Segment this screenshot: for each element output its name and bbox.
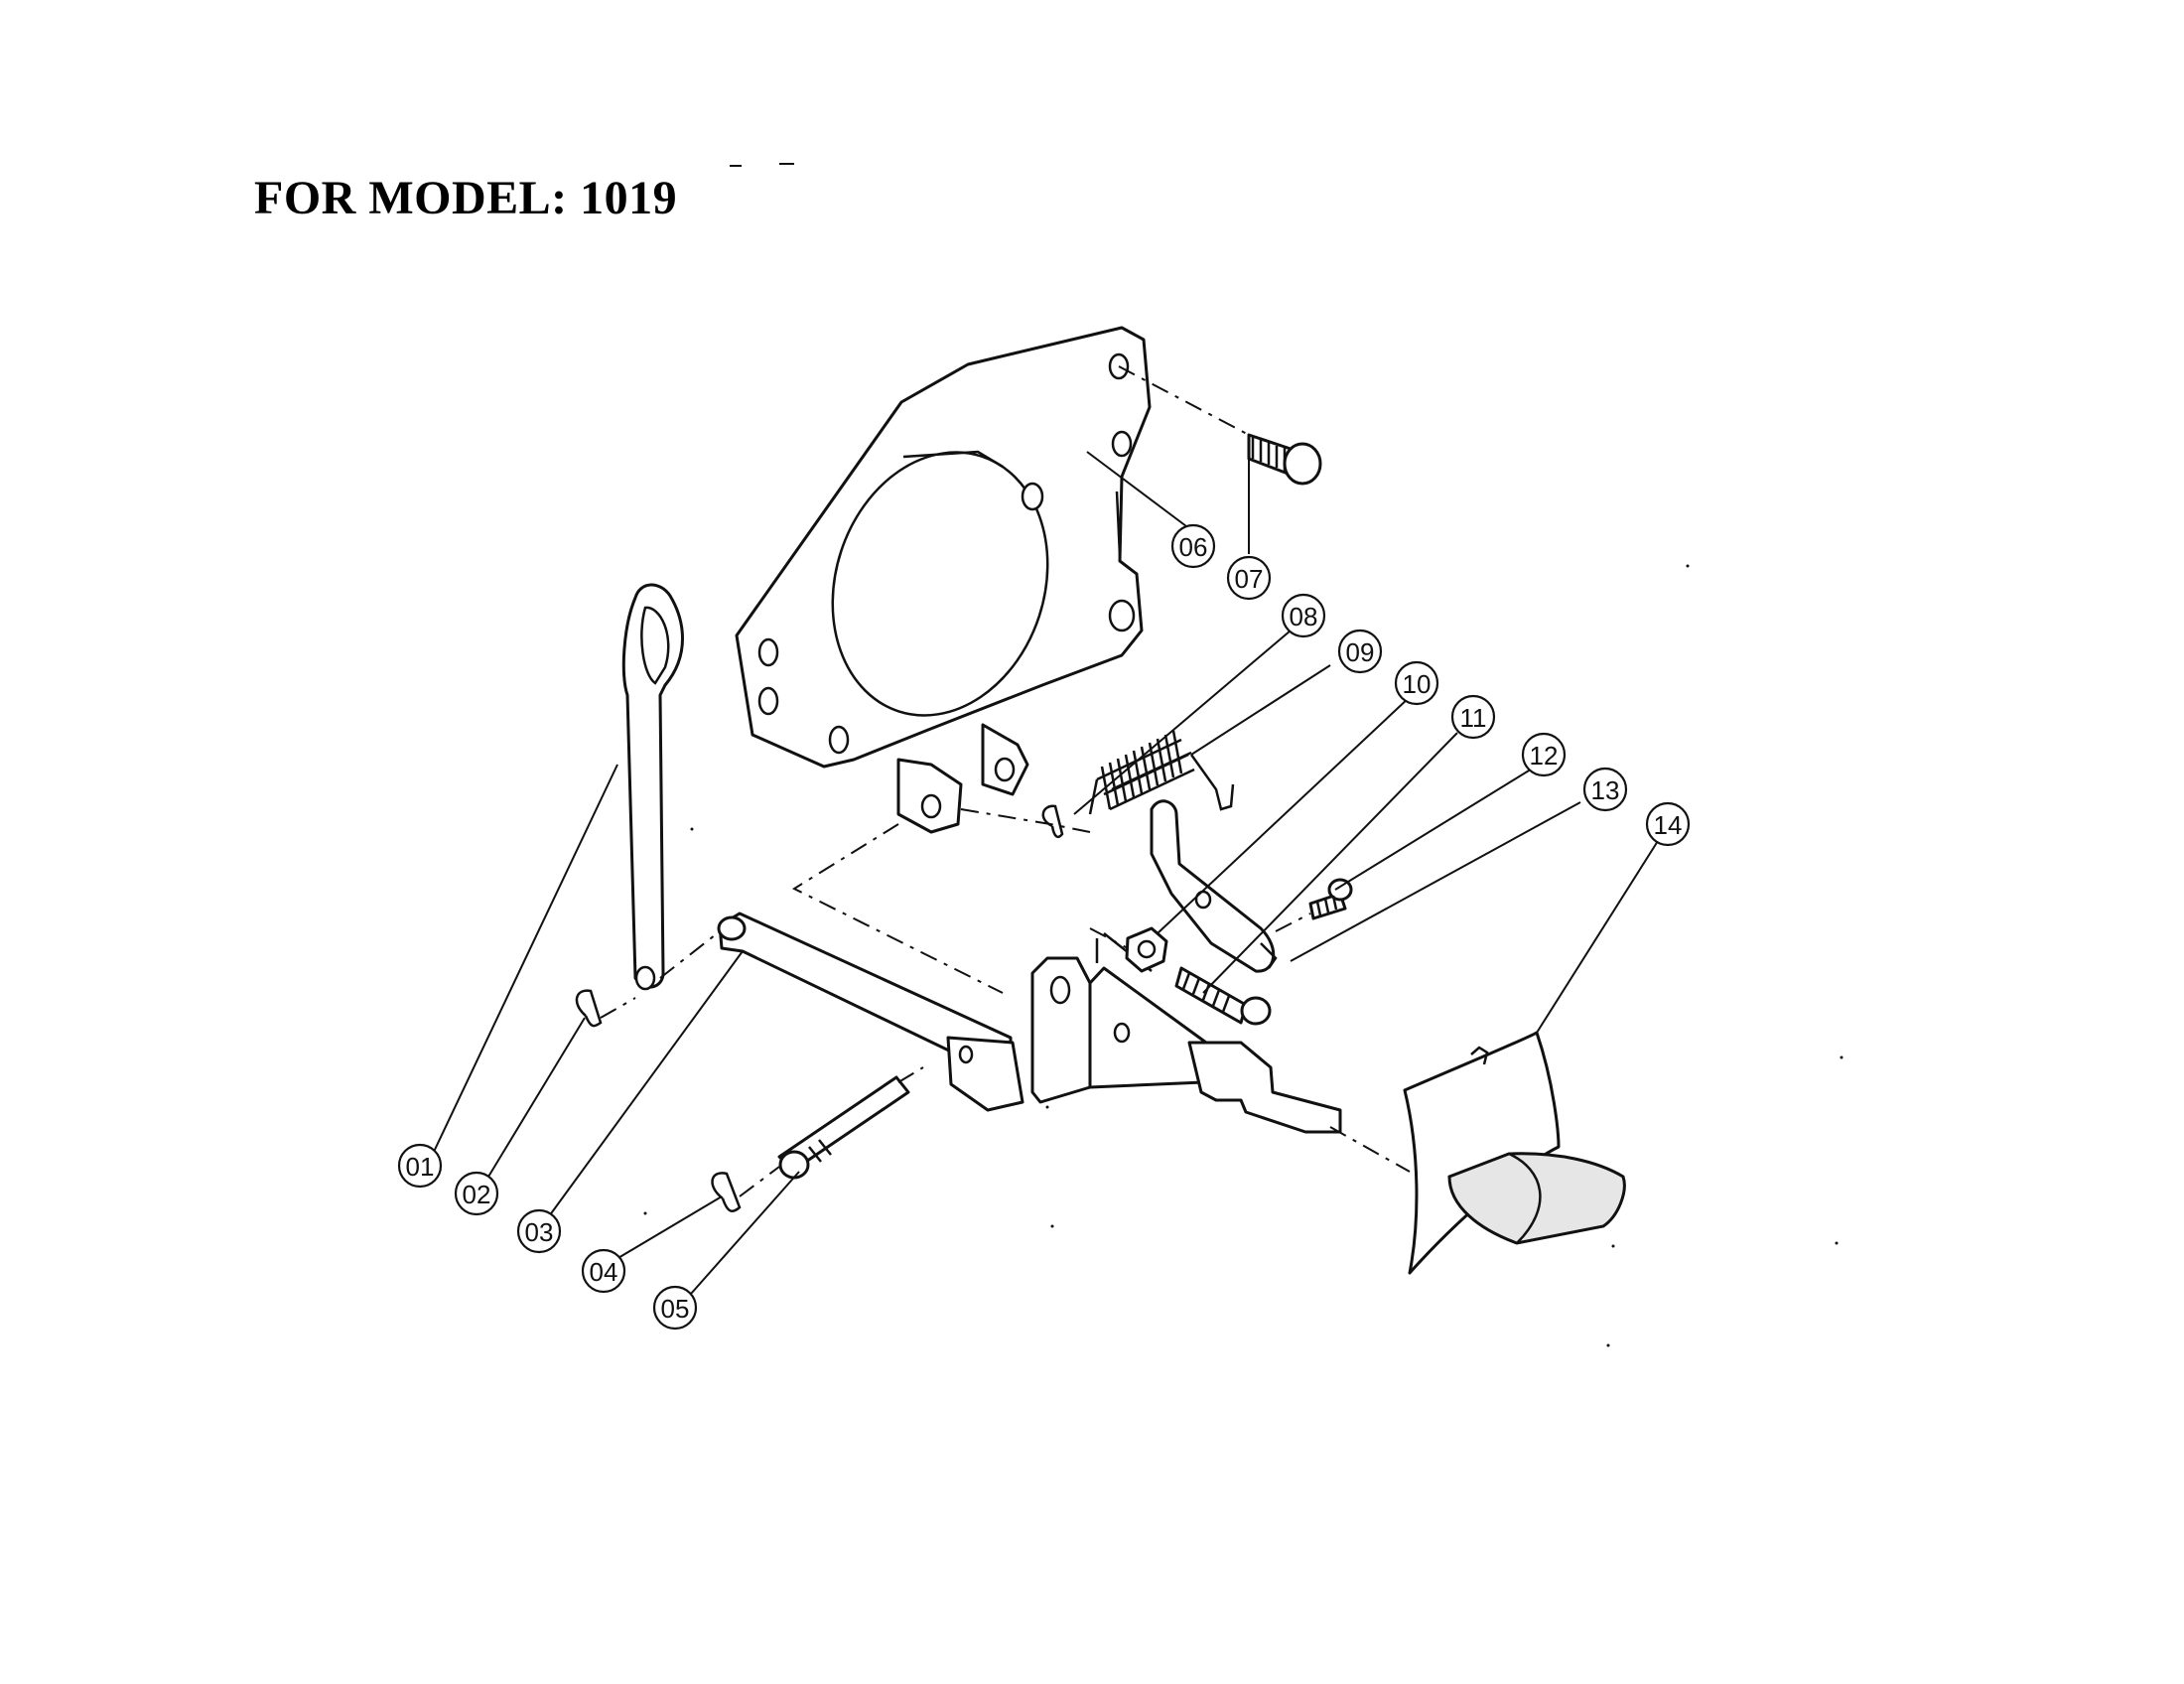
callout-number: 01: [406, 1152, 435, 1182]
callout-12: 12: [1521, 732, 1567, 777]
pedal-14: [1403, 1031, 1626, 1275]
callout-number: 11: [1460, 703, 1487, 733]
callout-circle: [1582, 767, 1628, 812]
callout-circle: [1281, 593, 1326, 638]
diagram-title: FOR MODEL: 1019: [254, 172, 678, 224]
screw-07: [1247, 433, 1322, 486]
arm-03: [717, 912, 1024, 1112]
callout-circle: [397, 1143, 443, 1189]
lever-01: [621, 583, 684, 991]
e-clip-02: [575, 989, 603, 1028]
callout-circle: [652, 1285, 698, 1331]
clip-08: [1041, 804, 1064, 839]
callout-circle: [1521, 732, 1567, 777]
callout-14: 14: [1645, 801, 1691, 847]
callout-number: 07: [1235, 564, 1264, 594]
callout-circle: [1645, 801, 1691, 847]
top-marks: [730, 163, 794, 167]
nut-11: [1125, 926, 1168, 973]
callout-number: 03: [525, 1217, 554, 1247]
callout-08: 08: [1281, 593, 1326, 638]
callout-number: 13: [1591, 775, 1620, 805]
bolt-12: [1174, 966, 1272, 1026]
callout-number: 08: [1290, 602, 1318, 632]
e-clip-04: [711, 1172, 742, 1212]
callout-03: 03: [516, 1208, 562, 1254]
callout-labels: 01 02 03 04 05 06 07 08 09 10 11 12 13 14: [397, 523, 1691, 1331]
callout-number: 14: [1654, 810, 1683, 840]
callout-number: 12: [1530, 741, 1559, 771]
callout-number: 04: [590, 1257, 618, 1287]
callout-13: 13: [1582, 767, 1628, 812]
callout-circle: [1226, 555, 1272, 601]
callout-circle: [1394, 660, 1439, 706]
pedal-bracket: [1030, 932, 1342, 1134]
callout-circle: [516, 1208, 562, 1254]
callout-circle: [581, 1248, 626, 1294]
callout-circle: [1170, 523, 1216, 569]
callout-11: 11: [1450, 694, 1496, 740]
screw-13: [1308, 878, 1353, 920]
callout-06: 06: [1170, 523, 1216, 569]
callout-number: 02: [463, 1180, 491, 1209]
callout-circle: [1450, 694, 1496, 740]
callout-04: 04: [581, 1248, 626, 1294]
callout-number: 06: [1179, 532, 1208, 562]
assembly-dashes: [600, 365, 1411, 1197]
crank-arm-10: [1150, 799, 1278, 973]
shaft-pin-05: [777, 1075, 910, 1180]
callout-02: 02: [454, 1171, 499, 1216]
callout-number: 05: [661, 1294, 690, 1324]
callout-09: 09: [1337, 629, 1383, 674]
stray-dots: [643, 564, 1843, 1347]
callout-10: 10: [1394, 660, 1439, 706]
callout-circle: [1337, 629, 1383, 674]
callout-07: 07: [1226, 555, 1272, 601]
callout-01: 01: [397, 1143, 443, 1189]
callout-circle: [454, 1171, 499, 1216]
callout-05: 05: [652, 1285, 698, 1331]
leader-lines: [432, 451, 1659, 1295]
callout-number: 10: [1403, 669, 1432, 699]
mounting-plate-06: [735, 326, 1152, 834]
callout-number: 09: [1346, 637, 1375, 667]
